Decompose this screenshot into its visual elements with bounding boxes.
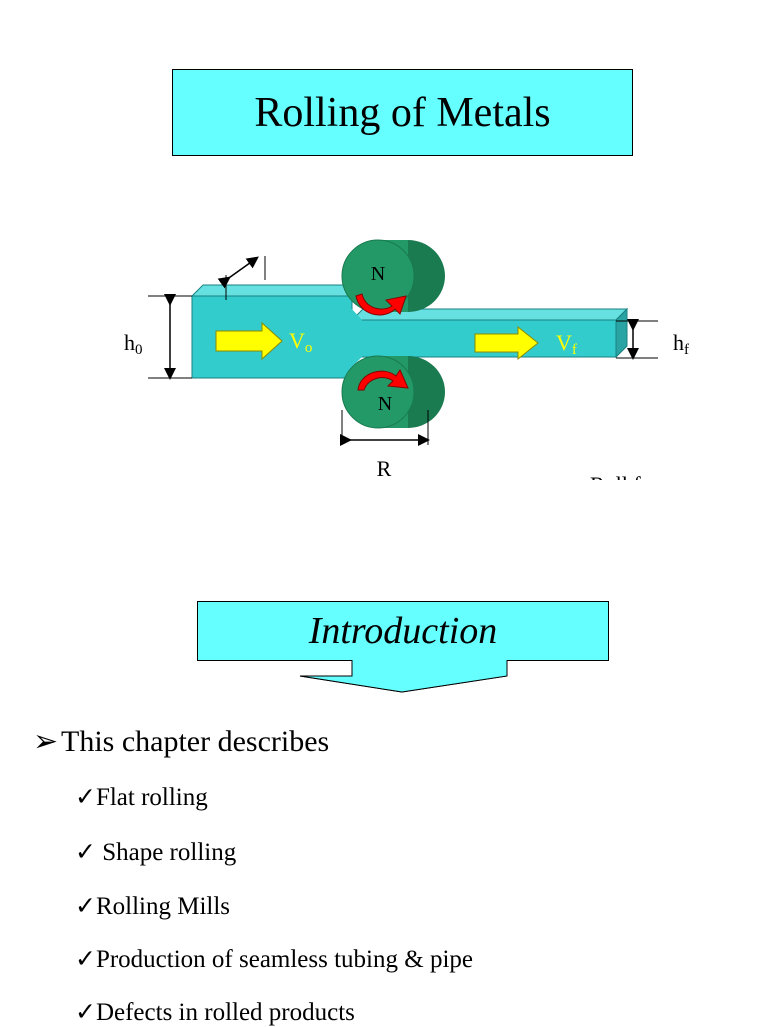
introduction-banner: Introduction [197,601,609,693]
v0-label-main: V [289,328,305,353]
vf-label-sub: f [572,342,577,358]
v0-label-sub: o [305,340,313,356]
list-item-text: Defects in rolled products [95,999,355,1026]
list-item-text: Rolling Mills [95,893,231,920]
checkmark-icon: ✓ [75,999,96,1026]
checkmark-icon: ✓ [75,893,96,920]
bottom-roll-label: N [378,393,392,415]
list-item-text: Flat rolling [95,784,208,811]
velocity-exit-arrow [474,325,539,361]
strip-entry-top [190,284,362,297]
h0-label-main: h [124,330,135,355]
introduction-label: Introduction [308,610,498,652]
checkmark-icon: ✓ [75,839,96,866]
vf-label-main: V [556,330,572,355]
list-item: ✓Defects in rolled products [75,997,355,1027]
bottom-roll [341,355,445,429]
roll-force-label-cut: Roll f [590,472,641,480]
width-dimension-arrow [217,256,259,289]
radius-label: R [377,456,392,480]
list-item: ✓Production of seamless tubing & pipe [75,944,473,974]
v0-label: Vo [289,328,312,356]
chapter-heading-text: This chapter describes [61,725,330,758]
hf-label: hf [673,330,689,358]
rolling-diagram: N N h0 Vo Vf [0,230,768,480]
top-roll-rotation-icon [355,293,407,316]
list-item-text: Production of seamless tubing & pipe [95,946,473,973]
bottom-roll-rotation-icon [357,368,409,391]
list-item: ✓Flat rolling [75,782,208,812]
list-item-text: Shape rolling [95,839,237,866]
top-roll [341,239,445,313]
top-roll-label: N [371,263,385,285]
vf-label: Vf [556,330,577,358]
rolling-diagram-svg: N N h0 Vo Vf [124,239,689,480]
introduction-arrow-shape [197,601,609,693]
h0-label: h0 [124,330,143,358]
hf-label-sub: f [684,342,689,358]
velocity-entry-arrow [215,321,283,361]
chapter-heading: ➢This chapter describes [33,724,329,759]
list-item: ✓Rolling Mills [75,891,230,921]
checkmark-icon: ✓ [75,784,96,811]
arrow-bullet-icon: ➢ [33,725,59,758]
hf-label-main: h [673,330,684,355]
page-title: Rolling of Metals [254,89,551,136]
h0-label-sub: 0 [135,342,143,358]
title-box: Rolling of Metals [172,69,633,156]
list-item: ✓ Shape rolling [75,837,236,867]
strip-bite-zone [340,296,362,378]
checkmark-icon: ✓ [75,946,96,973]
